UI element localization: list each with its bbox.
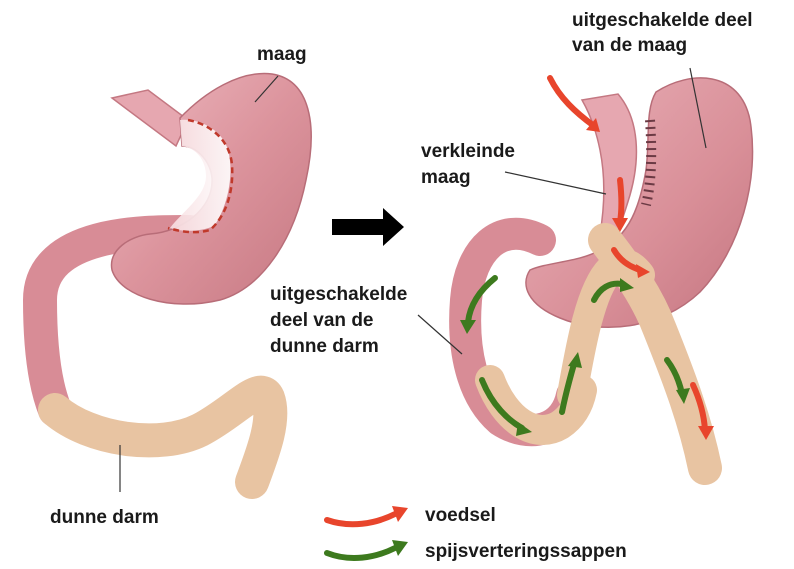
label-reduced-stomach-2: maag (421, 167, 471, 188)
label-maag: maag (257, 44, 307, 65)
esophagus-pouch (582, 94, 636, 240)
bypass-anatomy (418, 68, 753, 468)
legend: voedsel spijsverteringssappen (327, 505, 627, 562)
label-bypassed-intestine-3: dunne darm (270, 336, 379, 357)
transition-arrow (332, 208, 404, 246)
pointer-reduced-stomach (505, 172, 606, 194)
legend-food-label: voedsel (425, 505, 496, 526)
normal-anatomy (40, 74, 311, 492)
label-dunne-darm: dunne darm (50, 507, 159, 528)
label-bypassed-intestine-1: uitgeschakelde (270, 284, 407, 305)
legend-juice-label: spijsverteringssappen (425, 541, 627, 562)
small-intestine (55, 393, 270, 482)
label-bypassed-stomach-1: uitgeschakelde deel (572, 10, 753, 31)
label-reduced-stomach-1: verkleinde (421, 141, 515, 162)
label-bypassed-stomach-2: van de maag (572, 35, 687, 56)
label-bypassed-intestine-2: deel van de (270, 310, 374, 331)
legend-juice-arrow (327, 548, 395, 558)
esophagus (112, 90, 188, 146)
legend-food-arrow (327, 514, 395, 524)
